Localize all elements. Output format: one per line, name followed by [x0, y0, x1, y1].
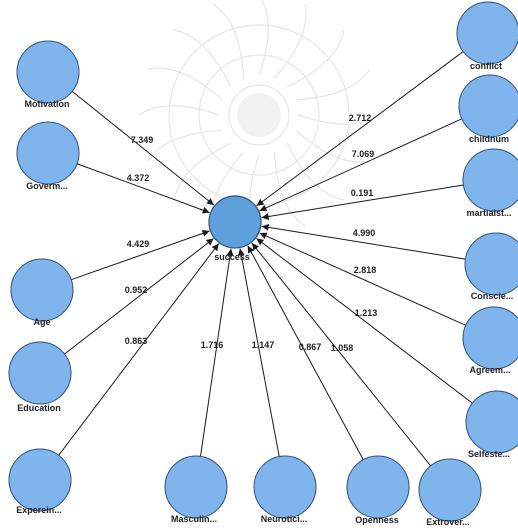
node-circle-openness[interactable]	[346, 455, 410, 519]
node-circle-extroversion[interactable]	[418, 458, 482, 522]
edge-neuroticism-to-success	[237, 248, 280, 457]
node-label-neuroticism: Neurotici...	[261, 514, 308, 524]
node-motivation[interactable]: Motivation	[16, 40, 80, 109]
watermark-petal	[295, 68, 371, 101]
edge-education-to-success	[64, 238, 214, 355]
node-label-selfesteem: Selfeste...	[468, 449, 510, 459]
node-label-success: success	[214, 252, 250, 262]
edge-weight-maritalstatus: 0.191	[351, 188, 374, 198]
watermark-petal	[295, 129, 370, 163]
edge-age-to-success	[71, 229, 210, 281]
edge-weight-extroversion: 1.058	[331, 343, 354, 353]
node-label-extroversion: Extrover...	[426, 517, 470, 527]
edge-motivation-to-success	[71, 91, 215, 206]
node-circle-experience[interactable]	[8, 448, 72, 512]
node-circle-government[interactable]	[16, 121, 80, 185]
edge-openness-to-success	[247, 245, 364, 460]
watermark-petal	[287, 30, 345, 88]
node-label-government: Goverm...	[26, 181, 68, 191]
edge-weight-conflict: 2.712	[349, 113, 372, 123]
edge-weight-government: 4.372	[127, 173, 150, 183]
node-circle-motivation[interactable]	[16, 40, 80, 104]
node-extroversion[interactable]: Extrover...	[418, 458, 482, 527]
watermark-rosette	[138, 0, 380, 236]
node-education[interactable]: Education	[8, 341, 72, 413]
node-circle-success[interactable]	[208, 195, 262, 249]
edges-layer	[58, 51, 473, 467]
watermark-petal	[273, 151, 306, 227]
node-circle-masculinity[interactable]	[164, 455, 228, 519]
watermark-petal	[212, 3, 245, 79]
node-conscientiousness[interactable]: Conscie...	[464, 232, 518, 301]
edge-childnum-to-success	[259, 118, 462, 212]
node-masculinity[interactable]: Masculin...	[164, 455, 228, 524]
node-childnum[interactable]: childnum	[458, 74, 518, 144]
edge-weight-age: 4.429	[127, 239, 150, 249]
edge-weight-conscientiousness: 4.990	[353, 228, 376, 238]
edge-weight-openness: 0.867	[299, 342, 322, 352]
watermark-petal	[174, 29, 232, 87]
edge-weight-masculinity: 1.716	[201, 340, 224, 350]
node-circle-neuroticism[interactable]	[253, 455, 317, 519]
node-government[interactable]: Goverm...	[16, 121, 80, 191]
node-agreeableness[interactable]: Agreem...	[462, 306, 518, 375]
edge-weight-neuroticism: 1.147	[252, 340, 275, 350]
node-label-agreeableness: Agreem...	[469, 365, 510, 375]
edge-conflict-to-success	[256, 51, 464, 207]
node-success[interactable]: success	[208, 195, 262, 262]
watermark-petal	[258, 0, 269, 76]
watermark-petal	[286, 143, 344, 201]
node-label-experience: Experein...	[16, 505, 62, 515]
watermark-ring	[198, 54, 320, 176]
watermark-petal	[147, 129, 223, 162]
node-circle-age[interactable]	[10, 258, 74, 322]
watermark-petal	[273, 4, 307, 79]
edge-government-to-success	[76, 163, 210, 214]
edge-weight-selfesteem: 1.213	[355, 308, 378, 318]
edge-experience-to-success	[58, 243, 220, 456]
watermark-petal	[138, 105, 220, 116]
node-openness[interactable]: Openness	[346, 455, 410, 525]
edge-masculinity-to-success	[200, 248, 234, 457]
node-label-masculinity: Masculin...	[171, 514, 217, 524]
edge-labels-layer: 7.349 4.372 4.429 0.952 0.863 1.716 1.147 0.867…	[125, 113, 378, 353]
node-circle-maritalstatus[interactable]	[462, 148, 518, 212]
node-label-conflict: conflict	[470, 61, 502, 71]
node-neuroticism[interactable]: Neurotici...	[253, 455, 317, 524]
edge-selfesteem-to-success	[256, 237, 473, 404]
node-label-maritalstatus: martialst...	[466, 208, 511, 218]
node-circle-conscientiousness[interactable]	[464, 232, 518, 296]
edge-weight-childnum: 7.069	[352, 149, 375, 159]
node-age[interactable]: Age	[10, 258, 74, 327]
edge-weight-motivation: 7.349	[131, 135, 154, 145]
edge-weight-agreeableness: 2.818	[354, 265, 377, 275]
node-maritalstatus[interactable]: martialst...	[462, 148, 518, 218]
watermark-petal	[173, 142, 231, 200]
node-circle-childnum[interactable]	[458, 74, 518, 138]
edge-agreeableness-to-success	[259, 232, 466, 326]
node-circle-conflict[interactable]	[456, 1, 518, 65]
node-circle-selfesteem[interactable]	[465, 390, 518, 454]
node-label-education: Education	[17, 403, 61, 413]
watermark-petal	[148, 67, 223, 101]
edge-weight-experience: 0.863	[125, 336, 148, 346]
node-circle-agreeableness[interactable]	[462, 306, 518, 370]
watermark-center	[237, 93, 281, 137]
node-label-childnum: childnum	[469, 134, 509, 144]
node-circle-education[interactable]	[8, 341, 72, 405]
node-label-openness: Openness	[355, 515, 399, 525]
watermark-ring	[228, 84, 290, 146]
edge-weight-education: 0.952	[125, 285, 148, 295]
node-experience[interactable]: Experein...	[8, 448, 72, 515]
edge-maritalstatus-to-success	[261, 184, 464, 221]
node-label-motivation: Motivation	[25, 99, 70, 109]
node-label-age: Age	[33, 317, 50, 327]
node-label-conscientiousness: Conscie...	[471, 291, 514, 301]
node-conflict[interactable]: conflict	[456, 1, 518, 71]
node-selfesteem[interactable]: Selfeste...	[465, 390, 518, 459]
edge-extroversion-to-success	[251, 242, 431, 467]
edge-conscientiousness-to-success	[261, 223, 466, 260]
